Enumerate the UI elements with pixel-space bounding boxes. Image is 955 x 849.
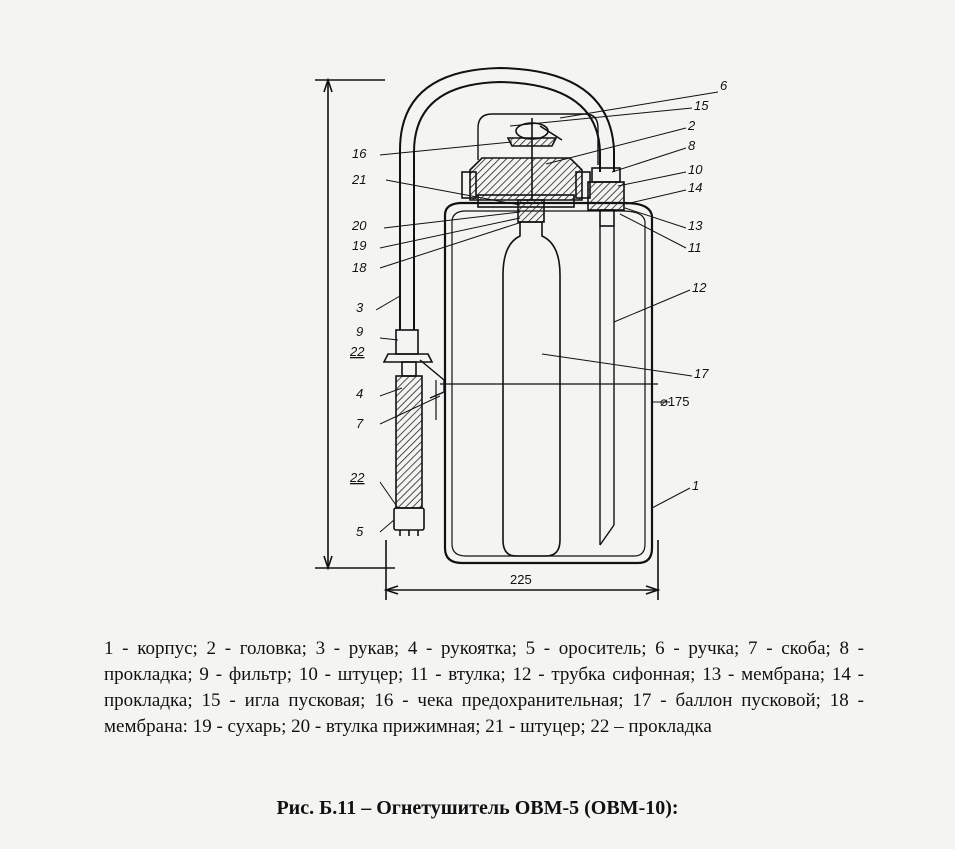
- figure-caption: Рис. Б.11 – Огнетушитель ОВМ-5 (ОВМ-10):: [276, 797, 679, 819]
- callout-4: 4: [356, 386, 363, 401]
- callout-15: 15: [694, 98, 709, 113]
- width-label: 225: [510, 572, 532, 587]
- callout-21: 21: [351, 172, 366, 187]
- callout-7: 7: [356, 416, 364, 431]
- callout-14: 14: [688, 180, 702, 195]
- starting-cylinder: [502, 221, 561, 557]
- callout-1: 1: [692, 478, 699, 493]
- hose-arc: [399, 66, 615, 330]
- callout-2: 2: [687, 118, 696, 133]
- callout-6: 6: [720, 78, 728, 93]
- callout-11: 11: [688, 240, 702, 255]
- diameter-label: ⌀175: [660, 394, 690, 409]
- callout-13: 13: [688, 218, 703, 233]
- callout-8: 8: [688, 138, 696, 153]
- callout-5: 5: [356, 524, 364, 539]
- callout-18: 18: [352, 260, 367, 275]
- callout-16: 16: [352, 146, 367, 161]
- extinguisher-body: [443, 201, 654, 565]
- callout-22-upper: 22: [349, 344, 365, 359]
- callout-17: 17: [694, 366, 709, 381]
- parts-legend: 1 - корпус; 2 - головка; 3 - рукав; 4 - …: [104, 638, 864, 737]
- callout-9: 9: [356, 324, 363, 339]
- callout-3: 3: [356, 300, 364, 315]
- callout-20: 20: [351, 218, 367, 233]
- handle-grip: [395, 375, 423, 509]
- head-block: [469, 157, 583, 201]
- callout-12: 12: [692, 280, 707, 295]
- extinguisher-drawing: 6 15 2 16 8 10 21 14 20 13 19 11 18 12 3…: [315, 66, 728, 600]
- callout-19: 19: [352, 238, 366, 253]
- callout-10: 10: [688, 162, 703, 177]
- callout-22-lower: 22: [349, 470, 365, 485]
- sprinkler: [393, 507, 425, 531]
